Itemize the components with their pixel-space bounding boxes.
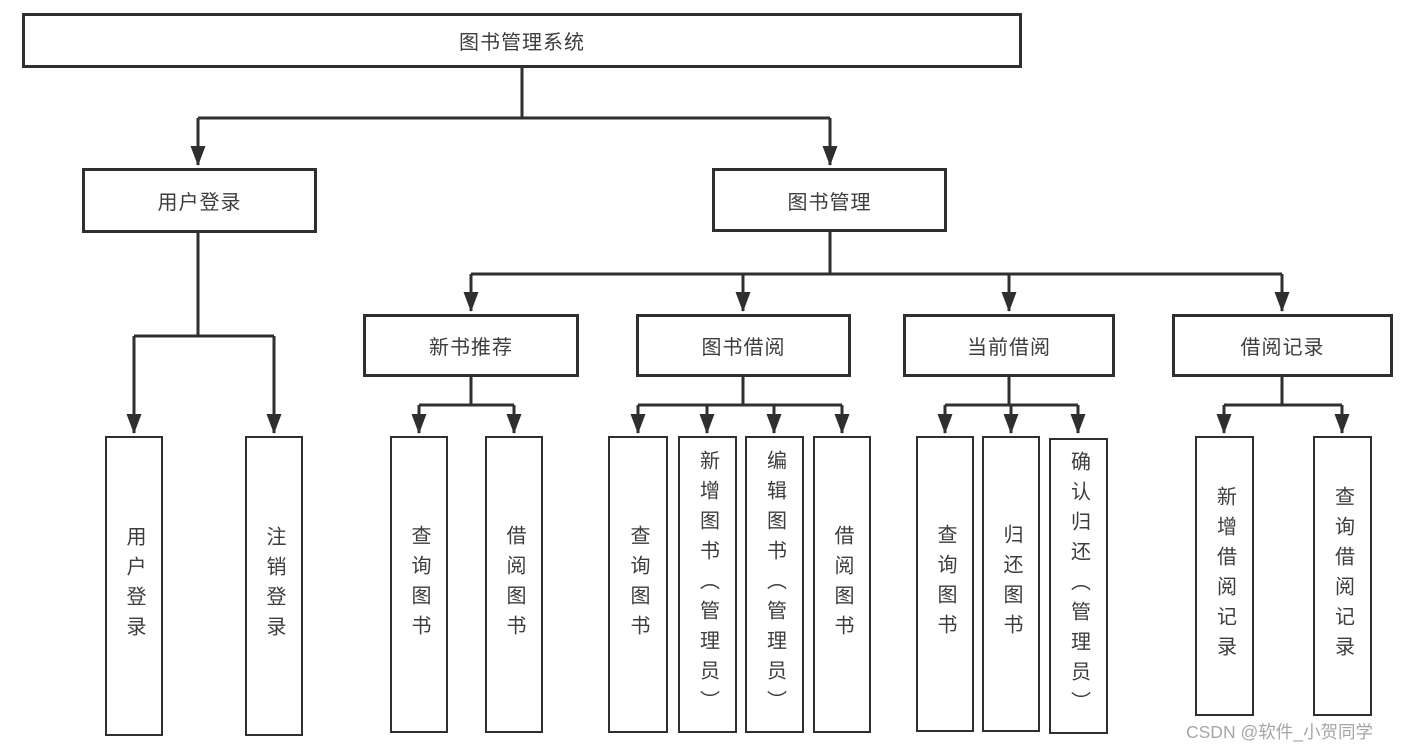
- leaf-query-book-3-label: 查询图书: [934, 524, 956, 644]
- leaf-query-borrow-record: 查询借阅记录: [1313, 436, 1372, 716]
- leaf-return-book-label: 归还图书: [1000, 524, 1022, 644]
- leaf-user-login-label: 用户登录: [123, 526, 145, 646]
- leaf-add-borrow-record-label: 新增借阅记录: [1213, 486, 1236, 666]
- leaf-query-borrow-record-label: 查询借阅记录: [1331, 486, 1354, 666]
- leaf-confirm-return-admin-label: 确认归还（管理员）: [1067, 451, 1090, 721]
- node-current-borrow: 当前借阅: [903, 314, 1115, 377]
- node-book-borrow-label: 图书借阅: [701, 337, 786, 359]
- leaf-user-login: 用户登录: [105, 436, 163, 736]
- node-root-system-label: 图书管理系统: [459, 32, 585, 54]
- node-book-management-label: 图书管理: [787, 191, 872, 214]
- leaf-add-book-admin: 新增图书（管理员）: [678, 436, 737, 733]
- leaf-add-borrow-record: 新增借阅记录: [1195, 436, 1254, 716]
- node-user-login: 用户登录: [82, 168, 317, 233]
- leaf-query-book-2: 查询图书: [608, 436, 668, 733]
- leaf-borrow-book-1-label: 借阅图书: [503, 524, 525, 645]
- node-book-management: 图书管理: [712, 168, 947, 232]
- leaf-return-book: 归还图书: [982, 436, 1040, 732]
- leaf-logout-label: 注销登录: [263, 526, 285, 646]
- leaf-borrow-book-2: 借阅图书: [813, 436, 871, 733]
- node-borrow-record: 借阅记录: [1172, 314, 1393, 377]
- csdn-watermark: CSDN @软件_小贺同学: [1186, 722, 1373, 742]
- node-current-borrow-label: 当前借阅: [967, 337, 1051, 359]
- node-new-book-recommend-label: 新书推荐: [429, 337, 513, 359]
- node-user-login-label: 用户登录: [157, 192, 242, 214]
- leaf-add-book-admin-label: 新增图书（管理员）: [696, 449, 719, 720]
- leaf-edit-book-admin: 编辑图书（管理员）: [745, 436, 804, 733]
- leaf-query-book-2-label: 查询图书: [627, 524, 649, 645]
- leaf-query-book-3: 查询图书: [916, 436, 974, 732]
- node-book-borrow: 图书借阅: [636, 314, 851, 377]
- node-new-book-recommend: 新书推荐: [363, 314, 579, 377]
- leaf-edit-book-admin-label: 编辑图书（管理员）: [763, 449, 786, 720]
- node-root-system: 图书管理系统: [22, 13, 1022, 68]
- leaf-query-book-1: 查询图书: [390, 436, 448, 733]
- leaf-logout: 注销登录: [245, 436, 303, 736]
- leaf-borrow-book-1: 借阅图书: [485, 436, 543, 733]
- node-borrow-record-label: 借阅记录: [1240, 337, 1325, 359]
- leaf-borrow-book-2-label: 借阅图书: [831, 524, 853, 645]
- leaf-confirm-return-admin: 确认归还（管理员）: [1049, 438, 1108, 734]
- leaf-query-book-1-label: 查询图书: [408, 524, 430, 645]
